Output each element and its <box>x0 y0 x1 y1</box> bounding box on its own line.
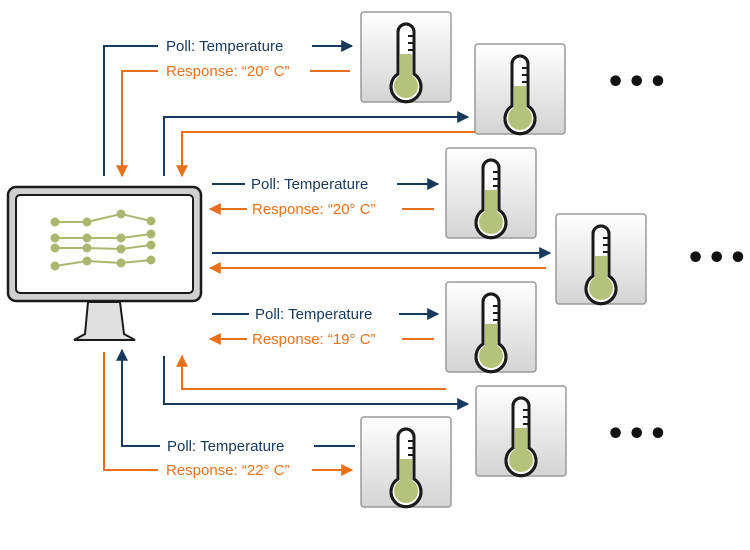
response-arrow-top <box>116 70 158 178</box>
response-label-top: Response: “20° C” <box>166 63 290 80</box>
thermometer-icon-5 <box>444 280 538 374</box>
response-label-mid2: Response: “19° C” <box>252 331 376 348</box>
poll-arrow-sensor6 <box>163 356 470 410</box>
thermometer-icon-2 <box>473 42 567 136</box>
thermometer-icon-7 <box>359 415 453 509</box>
poll-arrow-bot <box>116 348 160 447</box>
response-label-mid1: Response: “20° C” <box>252 201 376 218</box>
monitor-plot <box>50 209 156 271</box>
thermometer-icon-4 <box>554 212 648 306</box>
poll-label-bot: Poll: Temperature <box>167 438 284 455</box>
response-arrow-sensor6 <box>176 354 446 390</box>
thermometer-icon-1 <box>359 10 453 104</box>
poll-label-top: Poll: Temperature <box>166 38 283 55</box>
computer-monitor-icon <box>6 185 203 341</box>
ellipsis-icon-3: ••• <box>606 417 670 452</box>
poll-label-mid2: Poll: Temperature <box>255 306 372 323</box>
thermometer-icon-3 <box>444 146 538 240</box>
thermometer-icon-6 <box>474 384 568 478</box>
response-arrow-bot <box>103 352 158 471</box>
poll-arrow-top <box>103 45 158 176</box>
poll-arrow-sensor2 <box>163 111 470 176</box>
poll-label-mid1: Poll: Temperature <box>251 176 368 193</box>
response-arrow-sensor2 <box>176 131 475 178</box>
response-label-bot: Response: “22° C” <box>166 462 290 479</box>
ellipsis-icon-2: ••• <box>686 241 750 276</box>
ellipsis-icon-1: ••• <box>606 65 670 100</box>
